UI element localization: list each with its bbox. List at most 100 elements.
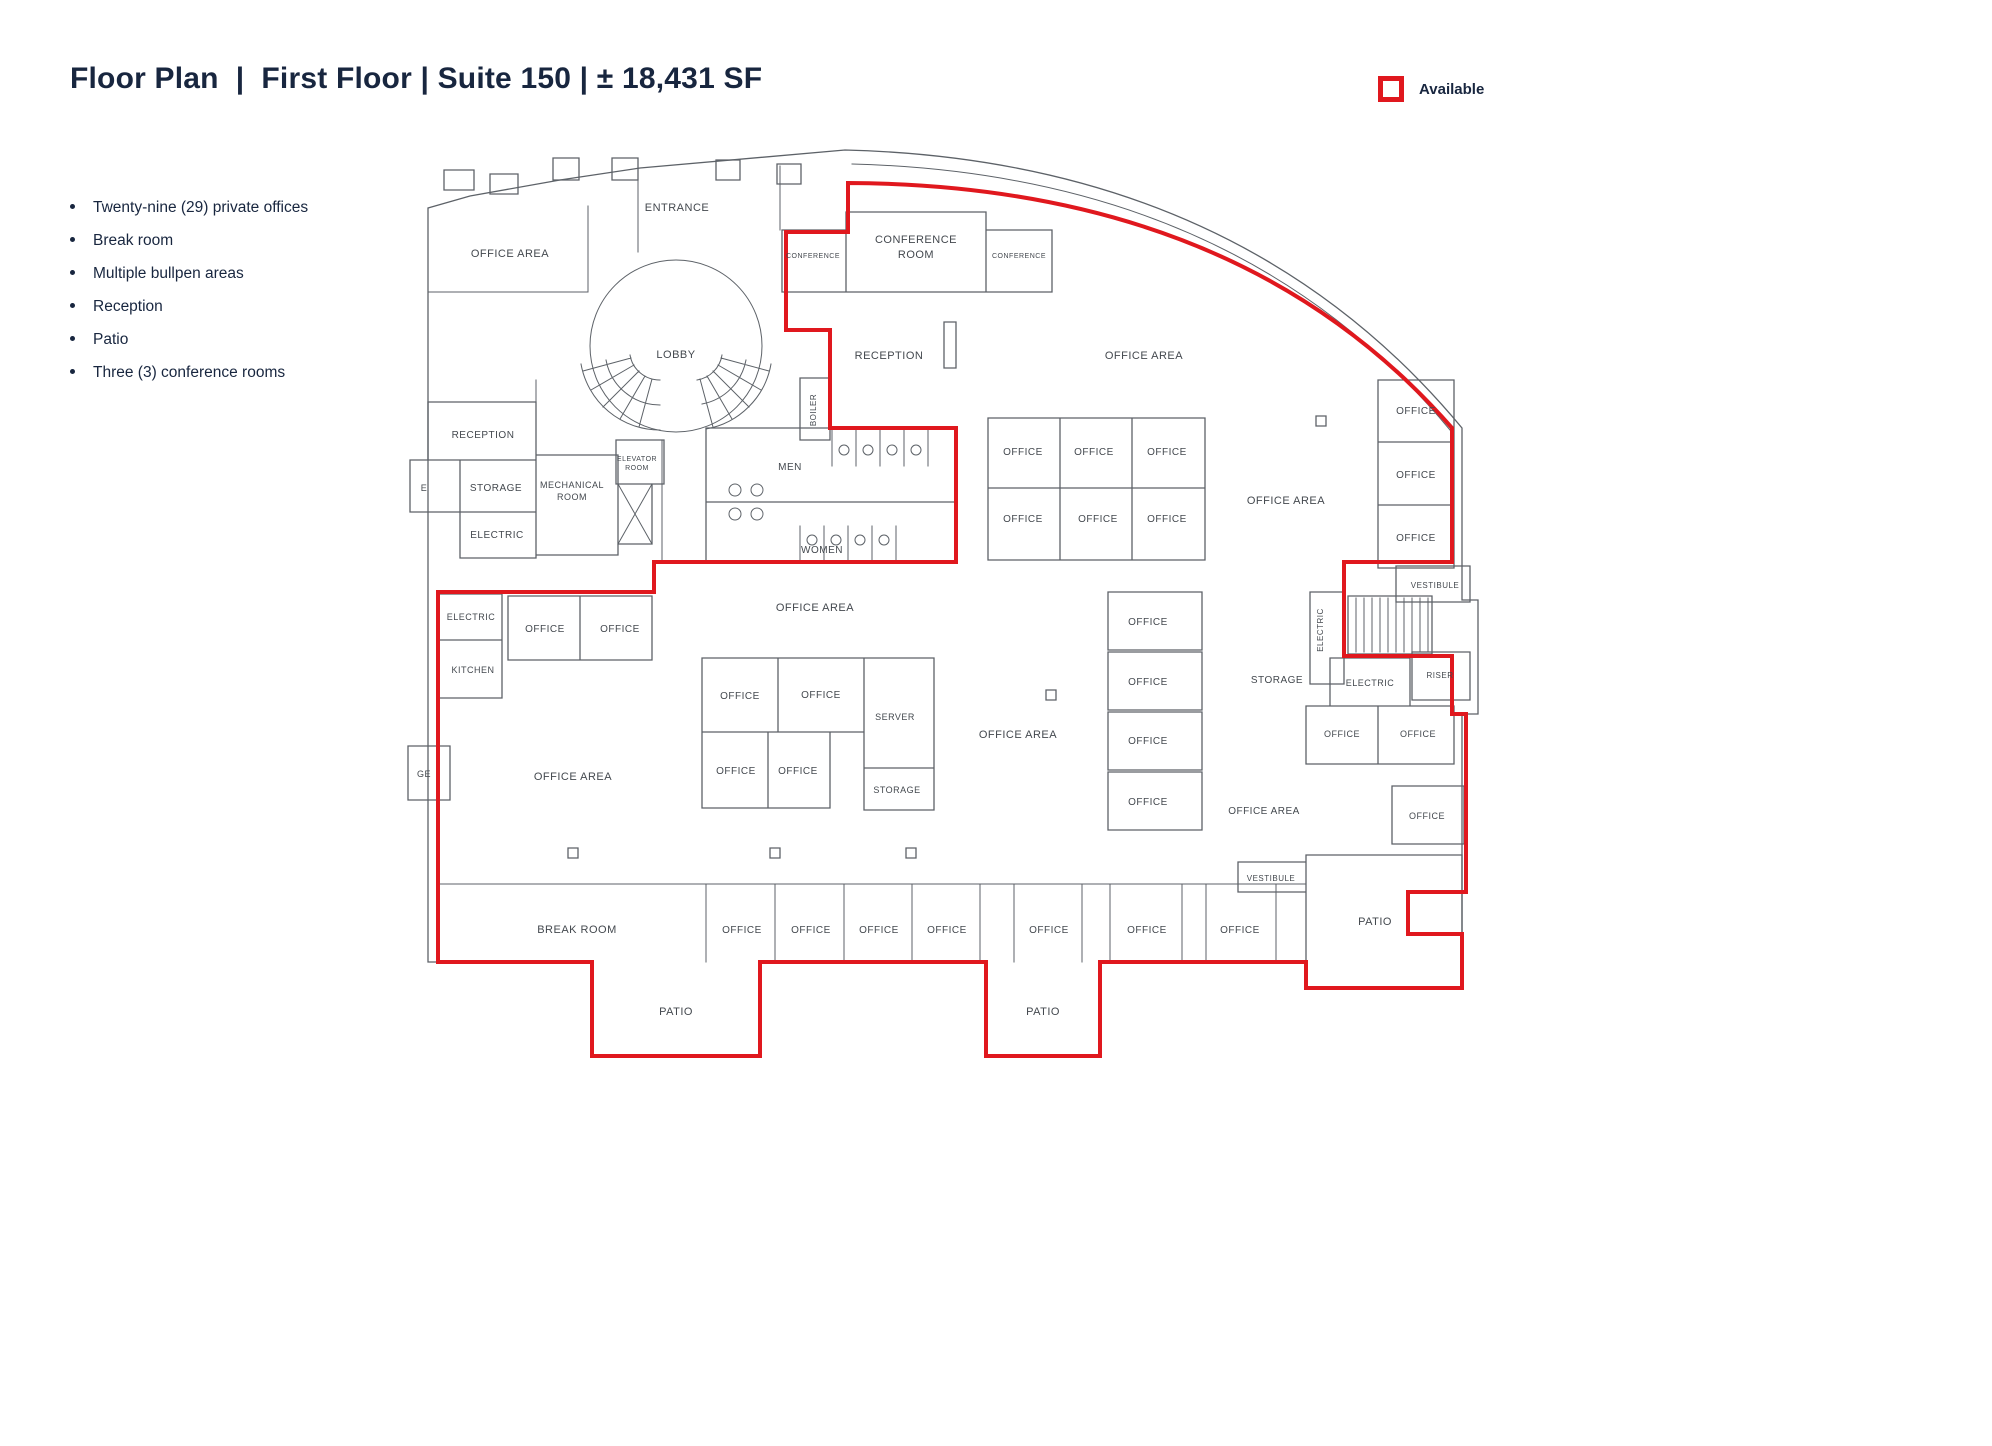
stair-fans [580, 354, 772, 431]
room-label: OFFICE [1324, 729, 1360, 739]
room-label: CONFERENCE [786, 253, 840, 260]
room-label: OFFICE [720, 691, 760, 702]
feature-item: Patio [70, 330, 430, 349]
legend: Available [1378, 76, 1484, 102]
room-label: OFFICE [600, 624, 640, 635]
room-label: LOBBY [656, 349, 695, 361]
room-label: OFFICE AREA [471, 248, 549, 260]
room-label: OFFICE [927, 925, 967, 936]
room-label: ELECTRIC [447, 612, 496, 622]
room-label: CONFERENCE [875, 234, 957, 246]
feature-text: Patio [93, 331, 129, 348]
room-label: ROOM [557, 492, 587, 502]
room-label: OFFICE [1147, 514, 1187, 525]
room-label: OFFICE [1128, 736, 1168, 747]
lobby-rotunda [589, 259, 763, 433]
room-label: OFFICE AREA [1247, 495, 1325, 507]
room-label: ELECTRIC [470, 530, 523, 541]
room-label: RECEPTION [452, 430, 515, 441]
room-label: OFFICE AREA [1228, 806, 1300, 817]
room-label: VESTIBULE [1247, 874, 1296, 883]
feature-text: Reception [93, 298, 163, 315]
room-label: RISER [1427, 671, 1454, 680]
room-label: OFFICE [722, 925, 762, 936]
bullet-icon [70, 336, 75, 341]
room-label: OFFICE [716, 766, 756, 777]
room-label: OFFICE [859, 925, 899, 936]
room-label: OFFICE [1128, 617, 1168, 628]
room-label: WOMEN [801, 545, 843, 556]
room-label: PATIO [659, 1006, 693, 1018]
feature-item: Twenty-nine (29) private offices [70, 198, 430, 217]
room-label: OFFICE [1128, 677, 1168, 688]
room-label: ELECTRIC [1316, 608, 1325, 652]
bullet-icon [70, 237, 75, 242]
room-label: OFFICE AREA [776, 602, 854, 614]
room-label: OFFICE [1396, 533, 1436, 544]
room-label: BOILER [809, 394, 818, 426]
feature-text: Twenty-nine (29) private offices [93, 199, 309, 216]
available-area-outline [436, 180, 1468, 1058]
room-label: OFFICE [1029, 925, 1069, 936]
room-label: SERVER [875, 712, 915, 722]
feature-item: Reception [70, 297, 430, 316]
available-swatch-icon [1378, 76, 1404, 102]
building-outline [427, 149, 1479, 1057]
room-label: OFFICE [1409, 811, 1445, 821]
room-label: OFFICE [1147, 447, 1187, 458]
room-label: KITCHEN [451, 665, 494, 675]
wall-lines [427, 165, 1463, 963]
room-label: OFFICE AREA [979, 729, 1057, 741]
bullet-icon [70, 303, 75, 308]
legend-label: Available [1419, 80, 1485, 98]
room-label: CONFERENCE [992, 253, 1046, 260]
room-label: OFFICE [1396, 470, 1436, 481]
room-label: OFFICE AREA [1105, 350, 1183, 362]
feature-text: Break room [93, 232, 174, 249]
room-label: OFFICE [1074, 447, 1114, 458]
bullet-icon [70, 270, 75, 275]
room-label: OFFICE [1400, 729, 1436, 739]
feature-text: Three (3) conference rooms [93, 364, 286, 381]
room-label: OFFICE AREA [534, 771, 612, 783]
feature-text: Multiple bullpen areas [93, 265, 244, 282]
room-label: GE [417, 769, 431, 779]
room-label: PATIO [1358, 916, 1392, 928]
room-labels: ENTRANCE OFFICE AREA CONFERENCE CONFERENCE R… [417, 202, 1459, 1018]
room-label: OFFICE [791, 925, 831, 936]
room-label: STORAGE [1251, 675, 1303, 686]
bullet-icon [70, 369, 75, 374]
room-label: E [421, 483, 428, 493]
walls-layer [407, 149, 1479, 1057]
room-label: OFFICE [1003, 514, 1043, 525]
curtain-wall-inner [851, 163, 1451, 431]
feature-item: Break room [70, 231, 430, 250]
room-label: RECEPTION [855, 350, 924, 362]
feature-item: Three (3) conference rooms [70, 363, 430, 382]
restroom-fixtures [728, 444, 922, 546]
feature-item: Multiple bullpen areas [70, 264, 430, 283]
room-label: ELEVATOR [617, 456, 657, 463]
room-label: MECHANICAL [540, 480, 604, 490]
room-label: OFFICE [1128, 797, 1168, 808]
room-label: MEN [778, 462, 802, 473]
room-label: OFFICE [1003, 447, 1043, 458]
room-label: OFFICE [1220, 925, 1260, 936]
room-partitions [407, 157, 1471, 989]
room-label: ROOM [898, 249, 934, 261]
room-label: OFFICE [778, 766, 818, 777]
room-label: STORAGE [470, 483, 522, 494]
room-label: ENTRANCE [645, 202, 710, 214]
room-label: PATIO [1026, 1006, 1060, 1018]
room-label: VESTIBULE [1411, 581, 1460, 590]
room-label: OFFICE [525, 624, 565, 635]
room-label: ROOM [625, 465, 649, 472]
room-label: OFFICE [1396, 406, 1436, 417]
room-label: OFFICE [1078, 514, 1118, 525]
page-title: Floor Plan | First Floor | Suite 150 | ±… [70, 62, 763, 95]
room-label: OFFICE [801, 690, 841, 701]
room-label: BREAK ROOM [537, 924, 617, 936]
room-label: OFFICE [1127, 925, 1167, 936]
